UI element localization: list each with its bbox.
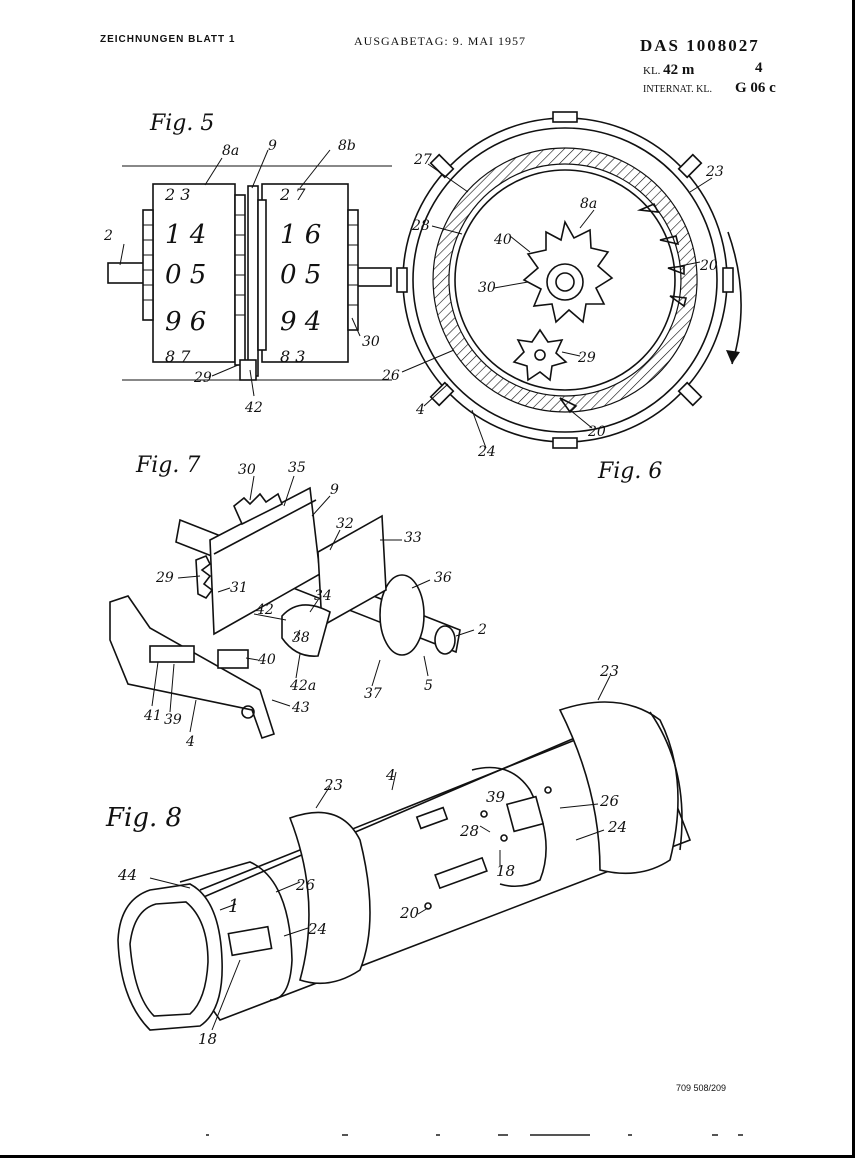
svg-text:42: 42 (244, 400, 263, 416)
sheet-label: ZEICHNUNGEN BLATT 1 (100, 34, 236, 45)
svg-text:8 3: 8 3 (280, 347, 305, 366)
svg-text:31: 31 (230, 580, 248, 596)
page-edge-right (852, 0, 855, 1158)
svg-text:43: 43 (291, 700, 310, 716)
figure-5: Fig. 5 (103, 111, 392, 416)
svg-text:26: 26 (381, 368, 400, 384)
svg-text:24: 24 (607, 818, 627, 836)
svg-text:5: 5 (424, 678, 433, 694)
svg-text:26: 26 (599, 792, 620, 810)
fig8-caption: Fig. 8 (105, 803, 182, 833)
sheet-number: 4 (755, 60, 763, 76)
svg-text:4: 4 (415, 402, 425, 418)
figure-7: Fig. 7 (109, 453, 487, 750)
fig5-drum-right-digits: 2 7 1 6 0 5 9 4 8 3 (279, 185, 321, 366)
svg-text:28: 28 (459, 822, 479, 840)
svg-text:2 7: 2 7 (279, 185, 306, 204)
svg-text:2: 2 (477, 622, 487, 638)
svg-text:42a: 42a (289, 678, 316, 694)
fig6-reference-labels: 27 23 8a 28 40 20 30 29 26 4 24 20 (381, 152, 724, 460)
svg-text:8b: 8b (338, 138, 356, 154)
fig7-reference-labels: 30 35 9 32 33 29 31 36 42 34 2 38 40 42a… (143, 460, 487, 750)
svg-text:23: 23 (323, 776, 343, 794)
svg-text:37: 37 (364, 686, 382, 702)
class-line: KL. 42 m (643, 62, 694, 79)
svg-text:4: 4 (185, 734, 195, 750)
svg-text:2 3: 2 3 (164, 185, 190, 204)
svg-text:8a: 8a (580, 196, 597, 212)
patent-number: DAS 1008027 (640, 36, 760, 55)
svg-text:4: 4 (385, 766, 396, 784)
svg-text:2: 2 (103, 228, 113, 244)
svg-text:18: 18 (496, 862, 515, 880)
svg-text:27: 27 (413, 152, 432, 168)
svg-text:38: 38 (292, 630, 310, 646)
svg-text:20: 20 (587, 424, 606, 440)
issue-date: AUSGABETAG: 9. MAI 1957 (354, 34, 527, 48)
svg-text:23: 23 (705, 164, 724, 180)
svg-text:35: 35 (288, 460, 306, 476)
intl-class-value: G 06 c (735, 80, 776, 96)
fig7-caption: Fig. 7 (135, 453, 200, 478)
class-prefix: KL. (643, 65, 661, 77)
svg-text:8 7: 8 7 (165, 347, 191, 366)
svg-text:28: 28 (411, 218, 430, 234)
svg-text:8a: 8a (222, 143, 239, 159)
svg-text:26: 26 (295, 876, 316, 894)
figure-6: 27 23 8a 28 40 20 30 29 26 4 24 20 Fig. … (381, 111, 742, 484)
svg-text:33: 33 (404, 530, 422, 546)
fig8-reference-labels: 23 4 23 39 26 28 24 18 44 26 1 20 24 18 (117, 662, 627, 1048)
svg-text:1 6: 1 6 (280, 220, 321, 250)
svg-text:1 4: 1 4 (165, 220, 206, 250)
fig5-reference-labels: 8a 9 8b 2 29 42 30 (103, 138, 380, 416)
svg-text:18: 18 (198, 1030, 217, 1048)
svg-text:9 6: 9 6 (165, 307, 206, 337)
svg-text:39: 39 (164, 712, 182, 728)
svg-text:29: 29 (577, 350, 596, 366)
svg-text:1: 1 (228, 896, 239, 917)
svg-text:0 5: 0 5 (165, 260, 206, 290)
svg-text:30: 30 (362, 334, 380, 350)
svg-text:42: 42 (255, 602, 274, 618)
svg-text:30: 30 (238, 462, 256, 478)
svg-text:24: 24 (477, 444, 496, 460)
svg-text:40: 40 (493, 232, 512, 248)
print-code: 709 508/209 (676, 1083, 727, 1093)
svg-text:20: 20 (399, 904, 420, 922)
svg-text:20: 20 (699, 258, 718, 274)
svg-text:40: 40 (257, 652, 276, 668)
class-value: 42 m (663, 62, 695, 78)
svg-text:24: 24 (307, 920, 327, 938)
figure-8: Fig. 8 (105, 662, 692, 1048)
svg-text:9 4: 9 4 (280, 307, 321, 337)
svg-text:9: 9 (330, 482, 339, 498)
svg-text:34: 34 (314, 588, 332, 604)
svg-text:41: 41 (143, 708, 162, 724)
svg-text:9: 9 (268, 138, 277, 154)
svg-text:44: 44 (117, 866, 137, 884)
svg-text:23: 23 (599, 662, 619, 680)
fig5-caption: Fig. 5 (149, 111, 214, 136)
fig6-caption: Fig. 6 (597, 459, 662, 484)
fig5-drum-left-digits: 2 3 1 4 0 5 9 6 8 7 (164, 185, 206, 366)
svg-text:0 5: 0 5 (280, 260, 321, 290)
svg-text:39: 39 (486, 788, 506, 806)
intl-class-prefix: INTERNAT. KL. (643, 84, 712, 95)
svg-text:29: 29 (193, 370, 212, 386)
svg-text:32: 32 (336, 516, 354, 532)
svg-text:29: 29 (155, 570, 174, 586)
svg-text:36: 36 (434, 570, 452, 586)
svg-text:30: 30 (478, 280, 496, 296)
page-edge-bottom (0, 1155, 855, 1158)
